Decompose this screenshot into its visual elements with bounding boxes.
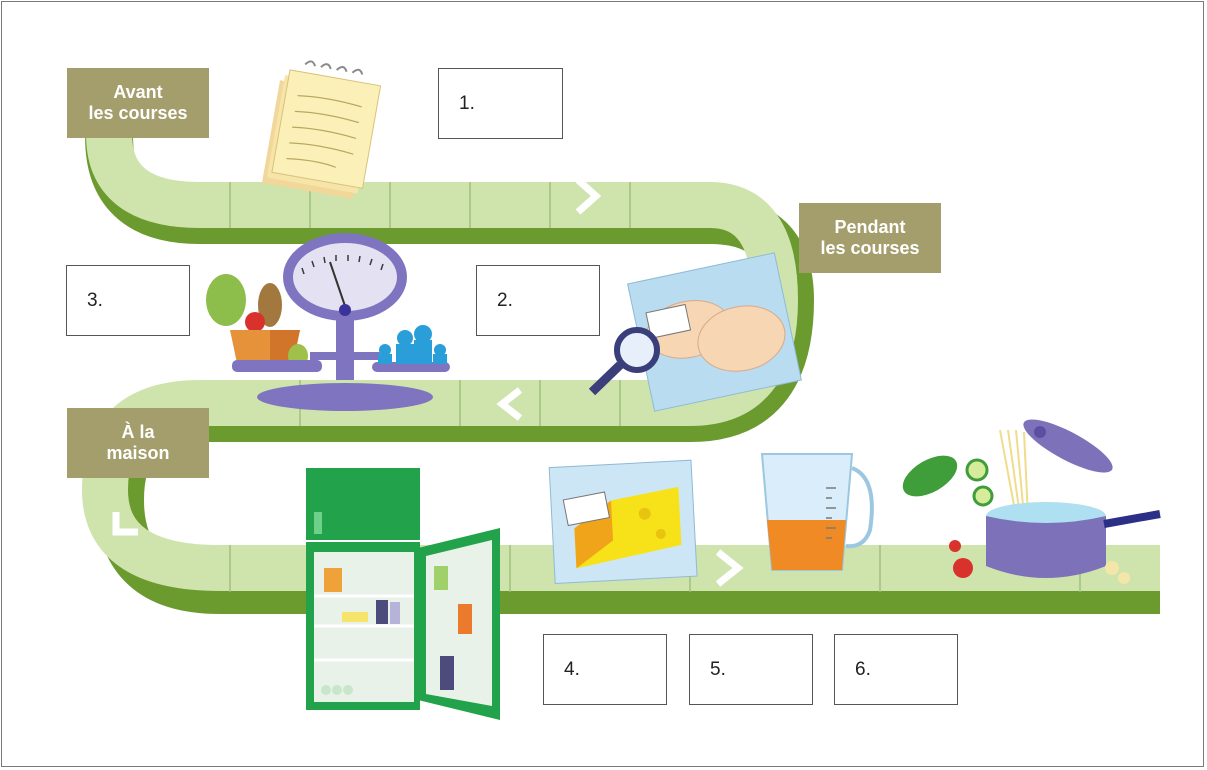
answer-box-2[interactable]: 2. — [476, 265, 600, 336]
answer-box-6[interactable]: 6. — [834, 634, 958, 705]
stage-label-before-line1: Avant — [113, 82, 163, 102]
cooking-pot-icon — [902, 419, 1161, 584]
chicken-package-icon — [627, 252, 802, 412]
measuring-jug-icon — [760, 453, 874, 571]
stage-label-home-line2: maison — [106, 443, 170, 463]
stage-label-before: Avant les courses — [67, 68, 209, 138]
answer-box-1[interactable]: 1. — [438, 68, 563, 139]
fridge-icon — [306, 468, 500, 720]
cheese-bag-icon — [548, 459, 698, 585]
magnifier-icon — [588, 327, 660, 396]
stage-label-home-line1: À la — [121, 422, 155, 442]
answer-box-3[interactable]: 3. — [66, 265, 190, 336]
answer-box-5[interactable]: 5. — [689, 634, 813, 705]
stage-label-before-line2: les courses — [88, 103, 188, 123]
stage-label-during: Pendant les courses — [799, 203, 941, 273]
stage-label-during-line1: Pendant — [834, 217, 906, 237]
notepad-icon — [261, 60, 382, 199]
stage-label-during-line2: les courses — [820, 238, 920, 258]
kitchen-scale-icon — [232, 233, 450, 411]
stage-label-home: À la maison — [67, 408, 209, 478]
answer-box-4[interactable]: 4. — [543, 634, 667, 705]
grocery-bag-icon — [206, 274, 308, 368]
